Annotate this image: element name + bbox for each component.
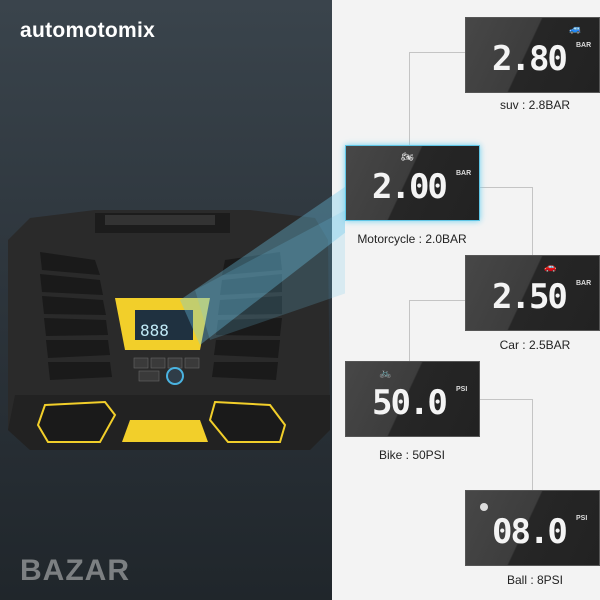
- air-beam: [180, 186, 345, 345]
- connector: [478, 399, 532, 400]
- connector: [409, 300, 410, 361]
- preset-label-ball: Ball : 8PSI: [506, 573, 564, 587]
- tire-inflator-device: 888: [8, 186, 345, 450]
- connector: [409, 52, 410, 146]
- brand-logo: automotomix: [20, 19, 156, 42]
- preset-display-motorcycle: 🏍 2.00 BAR: [345, 145, 480, 221]
- motorcycle-icon: 🏍: [401, 152, 414, 163]
- preset-label-motorcycle: Motorcycle : 2.0BAR: [357, 232, 467, 246]
- bazar-watermark: BAZAR: [20, 554, 130, 587]
- preset-display-ball: 08.0 PSI: [465, 490, 600, 566]
- preset-display-suv: 🚙 2.80 BAR: [465, 17, 600, 93]
- preset-label-car: Car : 2.5BAR: [499, 338, 571, 352]
- preset-display-bike: 🚲 50.0 PSI: [345, 361, 480, 437]
- lcd-digits: 888: [140, 321, 169, 340]
- connector: [409, 52, 465, 53]
- ball-icon: [480, 503, 488, 511]
- connector: [532, 399, 533, 490]
- preset-label-suv: suv : 2.8BAR: [499, 98, 571, 112]
- preset-label-bike: Bike : 50PSI: [378, 448, 446, 462]
- bicycle-icon: 🚲: [379, 368, 392, 379]
- preset-display-car: 🚗 2.50 BAR: [465, 255, 600, 331]
- car-icon: 🚗: [544, 262, 557, 273]
- suv-icon: 🚙: [569, 24, 582, 35]
- mode-button: [166, 367, 184, 385]
- connector: [409, 300, 465, 301]
- connector: [532, 187, 533, 255]
- connector: [478, 187, 532, 188]
